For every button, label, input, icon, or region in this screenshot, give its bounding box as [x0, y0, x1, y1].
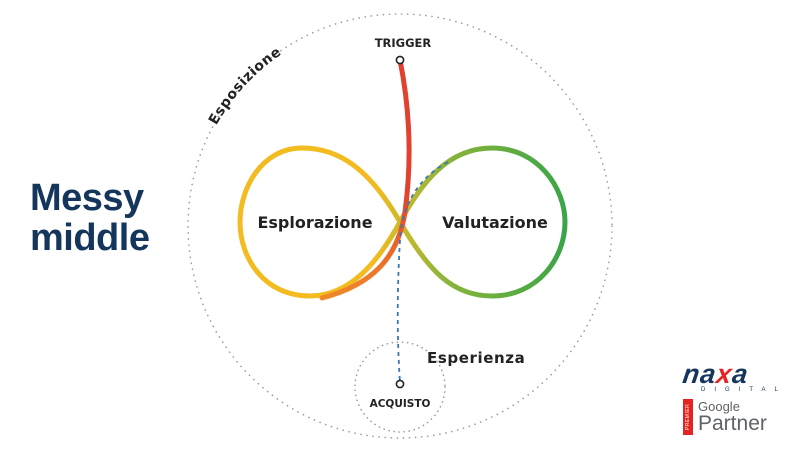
purchase-path: [396, 161, 449, 384]
evaluation-label: Valutazione: [442, 213, 548, 232]
purchase-label: ACQUISTO: [370, 398, 431, 410]
logo-part-1: na: [680, 359, 719, 389]
experience-label: Esperienza: [427, 349, 525, 367]
naxa-logo: naxa: [680, 359, 794, 389]
exposure-circle: [187, 13, 613, 439]
trigger-node: [395, 55, 405, 65]
google-partner-badge: PREMIER Google Partner: [683, 399, 793, 435]
logo-subtitle: DIGITAL: [701, 387, 787, 393]
infinity-loop: [237, 145, 568, 299]
page-title: Messy middle: [30, 177, 150, 259]
logo-part-2: a: [730, 359, 751, 389]
title-line-2: middle: [30, 217, 150, 259]
purchase-node: [395, 379, 405, 389]
exploration-label: Esplorazione: [257, 213, 372, 232]
brand-block: naxa DIGITAL PREMIER Google Partner: [680, 359, 794, 435]
experience-circle: [354, 341, 446, 433]
esposizione-label: Esposizione: [206, 44, 285, 128]
title-line-1: Messy: [30, 177, 144, 219]
premier-tag: PREMIER: [683, 399, 693, 435]
partner-wordmark: Partner: [698, 412, 767, 435]
google-wordmark: Google: [698, 399, 740, 414]
trigger-label: TRIGGER: [375, 36, 432, 50]
